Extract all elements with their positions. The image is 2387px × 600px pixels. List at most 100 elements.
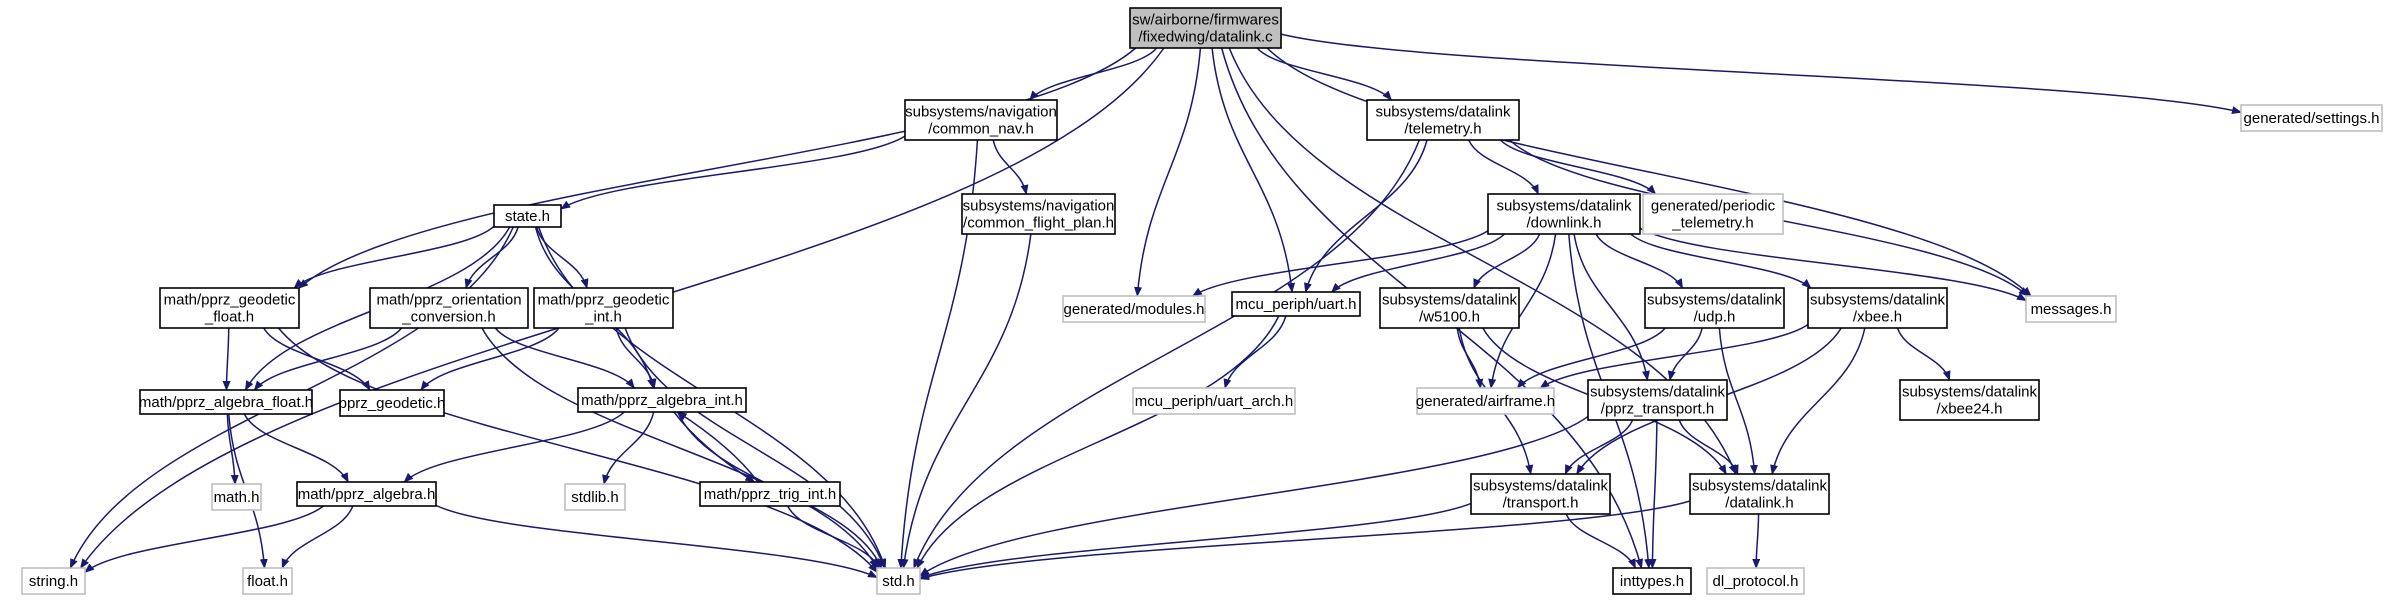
node-uart-arch: mcu_periph/uart_arch.h — [1132, 387, 1296, 415]
node-label: math.h — [214, 489, 260, 506]
node-messages: messages.h — [2025, 295, 2117, 323]
node-pprz-geodetic-int[interactable]: math/pprz_geodetic_int.h — [533, 287, 674, 329]
edge-line — [1752, 513, 1761, 569]
node-box — [1642, 193, 1784, 235]
node-box — [296, 481, 437, 507]
edge-downlink-to-messages — [1639, 227, 2027, 302]
edge-line — [1331, 233, 1505, 293]
node-label: math/pprz_geodetic — [538, 292, 670, 309]
edge-line — [913, 139, 1421, 569]
edge-line — [243, 413, 349, 483]
edge-telemetry-to-uart — [1304, 139, 1428, 293]
node-math-h: math.h — [211, 483, 262, 511]
node-pprz-algebra-int[interactable]: math/pprz_algebra_int.h — [577, 387, 747, 413]
node-pprz-trig-int[interactable]: math/pprz_trig_int.h — [699, 481, 841, 507]
node-pprz-algebra[interactable]: math/pprz_algebra.h — [296, 481, 437, 507]
node-label: generated/modules.h — [1064, 301, 1205, 318]
node-box — [1899, 379, 2040, 421]
edge-line — [919, 502, 1472, 579]
edge-pprz_orientation_conversion-to-pprz_algebra_int — [494, 327, 635, 389]
node-label: string.h — [29, 573, 78, 590]
node-label: subsystems/datalink — [1382, 292, 1518, 309]
node-telemetry[interactable]: subsystems/datalink/telemetry.h — [1366, 99, 1520, 141]
edge-downlink-to-w5100 — [1473, 233, 1541, 289]
edge-telemetry-to-periodic_telemetry — [1499, 139, 1657, 195]
node-label: /datalink.h — [1725, 495, 1793, 512]
node-modules: generated/modules.h — [1062, 295, 1206, 323]
node-box — [533, 287, 674, 329]
edge-downlink-to-modules — [1192, 230, 1489, 297]
node-label: subsystems/datalink — [1810, 292, 1946, 309]
node-label: /pprz_transport.h — [1601, 401, 1714, 418]
edge-line — [919, 415, 1589, 577]
edge-pprz_orientation_conversion-to-pprz_algebra_float — [253, 327, 403, 391]
edge-line — [253, 327, 403, 391]
edge-line — [1304, 139, 1428, 293]
edge-line — [293, 225, 495, 289]
edge-line — [1488, 233, 1557, 389]
node-pprz-geodetic-float[interactable]: math/pprz_geodetic_float.h — [159, 287, 300, 329]
node-transport[interactable]: subsystems/datalink/transport.h — [1470, 473, 1611, 515]
node-label: subsystems/datalink — [1590, 384, 1726, 401]
node-label: generated/periodic — [1651, 198, 1776, 215]
node-udp[interactable]: subsystems/datalink/udp.h — [1644, 287, 1785, 329]
node-label: /telemetry.h — [1404, 121, 1481, 138]
edge-line — [84, 505, 324, 573]
edge-downlink-to-xbee — [1630, 233, 1812, 289]
node-box — [577, 387, 747, 413]
edge-root-to-pprz_geodetic_float — [298, 47, 1137, 289]
node-label: float.h — [247, 573, 288, 590]
edge-downlink-to-uart — [1331, 233, 1505, 293]
node-label: math/pprz_geodetic — [164, 292, 296, 309]
node-box — [1470, 473, 1611, 515]
edge-pprz_geodetic_float-to-pprz_algebra_float — [222, 327, 231, 391]
node-label: generated/airframe.h — [1416, 393, 1555, 410]
node-label: subsystems/datalink — [1473, 478, 1609, 495]
edge-line — [1473, 233, 1541, 289]
node-datalink-h[interactable]: subsystems/datalink/datalink.h — [1689, 473, 1830, 515]
edge-line — [1456, 327, 1484, 389]
edge-common_nav-to-common_flight_plan — [992, 139, 1029, 195]
node-pprz-geodetic[interactable]: pprz_geodetic.h — [339, 389, 446, 417]
node-box — [2025, 295, 2117, 323]
node-pprz-transport[interactable]: subsystems/datalink/pprz_transport.h — [1587, 379, 1728, 421]
edge-telemetry-to-std_h — [913, 139, 1421, 569]
node-label: math/pprz_trig_int.h — [704, 486, 837, 503]
node-box — [242, 567, 293, 595]
edge-common_flight_plan-to-std_h — [900, 233, 1032, 569]
node-xbee24[interactable]: subsystems/datalink/xbee24.h — [1899, 379, 2040, 421]
edge-line — [1595, 233, 1684, 289]
node-xbee[interactable]: subsystems/datalink/xbee.h — [1807, 287, 1948, 329]
node-root[interactable]: sw/airborne/firmwares/fixedwing/datalink… — [1129, 7, 1282, 49]
node-common-nav[interactable]: subsystems/navigation/common_nav.h — [904, 99, 1058, 141]
edge-transport-to-std_h — [919, 502, 1472, 579]
node-pprz-orientation-conversion[interactable]: math/pprz_orientation_conversion.h — [369, 287, 529, 329]
edge-root-to-modules — [1134, 47, 1202, 297]
node-dl-protocol: dl_protocol.h — [1706, 567, 1805, 595]
node-label: _telemetry.h — [1671, 215, 1753, 232]
node-uart[interactable]: mcu_periph/uart.h — [1231, 291, 1361, 317]
node-state[interactable]: state.h — [493, 204, 562, 228]
edge-pprz_geodetic_int-to-pprz_algebra_int — [615, 327, 657, 389]
node-pprz-algebra-float[interactable]: math/pprz_algebra_float.h — [139, 389, 313, 415]
node-w5100[interactable]: subsystems/datalink/w5100.h — [1379, 287, 1520, 329]
node-label: inttypes.h — [1620, 573, 1684, 590]
node-inttypes[interactable]: inttypes.h — [1612, 567, 1692, 595]
node-label: math/pprz_algebra_int.h — [581, 392, 743, 409]
edge-root-to-messages — [1266, 47, 2032, 297]
edge-xbee-to-datalink_h — [1770, 327, 1866, 475]
edge-datalink_h-to-dl_protocol — [1752, 513, 1761, 569]
edge-line — [1896, 327, 1951, 381]
edge-datalink_h-to-std_h — [919, 500, 1691, 581]
node-common-flight-plan[interactable]: subsystems/navigation/common_flight_plan… — [961, 193, 1116, 235]
node-label: /xbee.h — [1853, 309, 1902, 326]
node-label: mcu_periph/uart_arch.h — [1135, 393, 1293, 410]
node-label: /transport.h — [1503, 495, 1579, 512]
edge-root-to-telemetry — [1256, 47, 1393, 101]
edge-transport-to-inttypes — [1565, 513, 1637, 569]
node-layer: sw/airborne/firmwares/fixedwing/datalink… — [21, 7, 2383, 595]
node-stdlib: stdlib.h — [564, 483, 626, 511]
node-label: state.h — [505, 208, 550, 225]
node-airframe: generated/airframe.h — [1416, 387, 1555, 415]
node-downlink[interactable]: subsystems/datalink/downlink.h — [1487, 193, 1641, 235]
